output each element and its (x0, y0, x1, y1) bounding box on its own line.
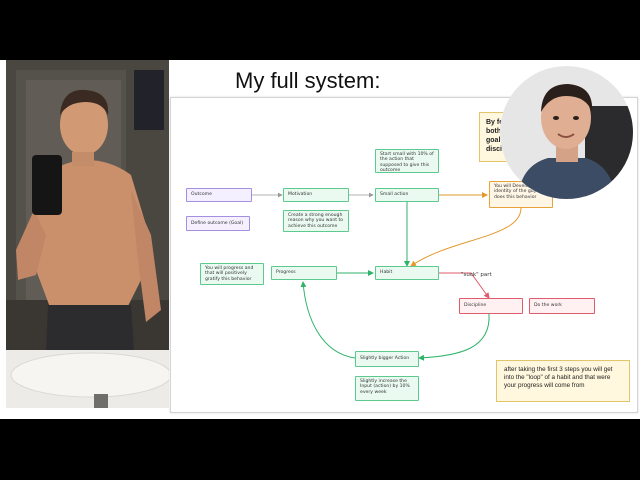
node-do-the-work: Do the work (529, 298, 595, 314)
node-start-small: Start small with 10% of the action that … (375, 149, 439, 173)
edge-habit-discipline (439, 272, 490, 299)
node-slightly-bigger-action: Slightly bigger Action (355, 351, 419, 367)
node-increase-input: Slightly increase the Input (action) by … (355, 376, 419, 401)
node-strong-reason: Create a strong enough reason why you wa… (283, 210, 349, 232)
mirror-selfie-photo (6, 60, 169, 408)
slide-title: My full system: (235, 68, 381, 93)
edge-label-suck-part: "suck" part (461, 272, 492, 278)
node-habit: Habit (375, 266, 439, 280)
node-discipline: Discipline (459, 298, 523, 314)
node-you-will-progress: You will progress and that will positive… (200, 263, 264, 285)
edge-slightly-bigger-progress (300, 281, 356, 359)
edge-identity-habit (410, 207, 522, 267)
diagram-edges (252, 192, 522, 361)
video-letterbox-bottom (0, 419, 640, 480)
partial-note-line-1: By fo (486, 119, 504, 126)
node-small-action: Small action (375, 188, 439, 202)
node-progress: Progress (271, 266, 337, 280)
edge-discipline-slightly-bigger (418, 313, 490, 361)
presenter-illustration (500, 66, 633, 199)
partial-note-line-4: disci (486, 146, 502, 153)
webcam-overlay (500, 66, 633, 199)
node-motivation: Motivation (283, 188, 349, 202)
partial-note-line-3: goal (486, 137, 501, 144)
partial-note-line-2: both (486, 128, 502, 135)
node-outcome: Outcome (186, 188, 252, 202)
node-define-outcome: Define outcome (Goal) (186, 216, 250, 231)
selfie-illustration (6, 60, 169, 408)
video-letterbox-top (0, 0, 640, 60)
loop-explanation-note: after taking the first 3 steps you will … (496, 360, 630, 402)
